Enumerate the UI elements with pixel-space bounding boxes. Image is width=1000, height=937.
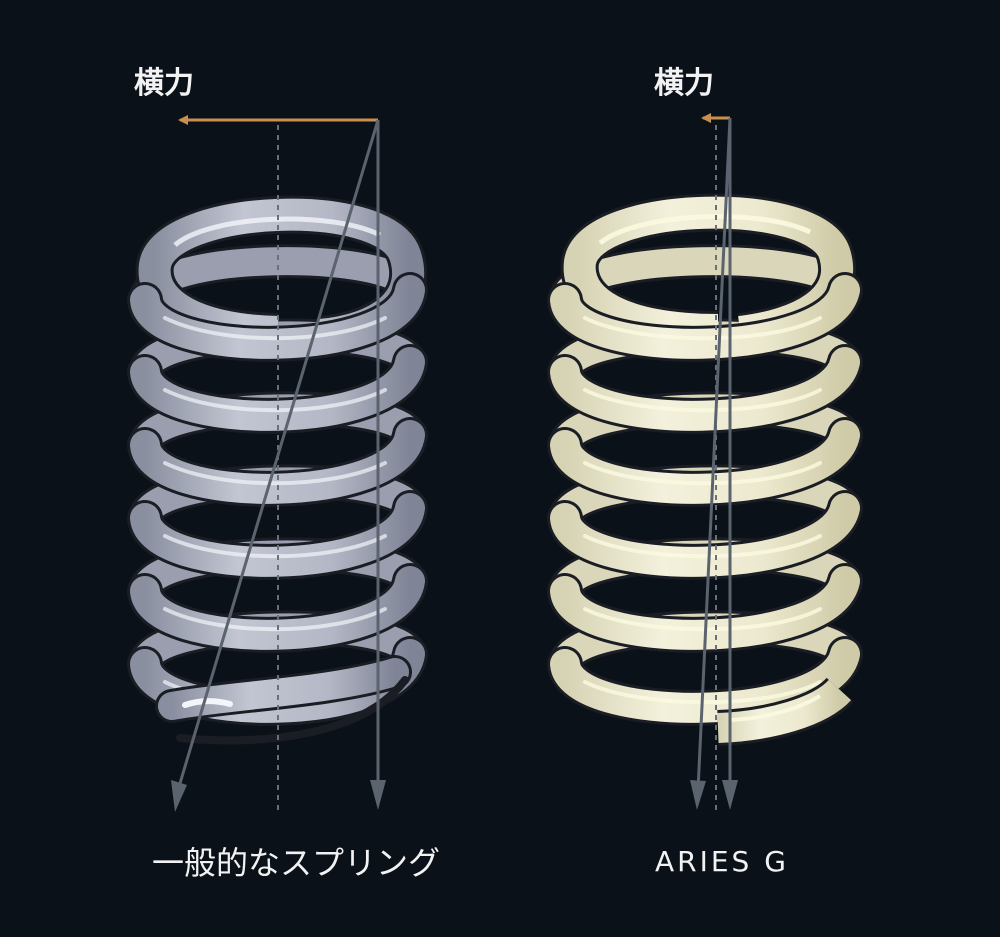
left-vectors — [171, 115, 386, 815]
right-spring-bottom-coil — [717, 677, 854, 746]
right-caption: ARIES G — [655, 845, 789, 878]
left-vertical-arrowhead — [370, 780, 386, 810]
right-resultant-arrowhead — [690, 780, 706, 810]
left-resultant-vector — [176, 119, 380, 791]
left-spring-bottom-coil — [155, 655, 412, 745]
right-vertical-arrowhead — [722, 780, 738, 810]
left-force-label: 横力 — [134, 66, 194, 101]
right-force-label: 横力 — [654, 66, 714, 101]
left-caption: 一般的なスプリング — [152, 844, 441, 882]
left-spring — [127, 195, 428, 745]
left-resultant-arrowhead — [171, 780, 187, 812]
right-resultant-vector — [696, 117, 732, 791]
right-spring-front-coils — [547, 272, 863, 726]
right-spring — [547, 193, 863, 746]
right-vectors — [690, 113, 738, 815]
